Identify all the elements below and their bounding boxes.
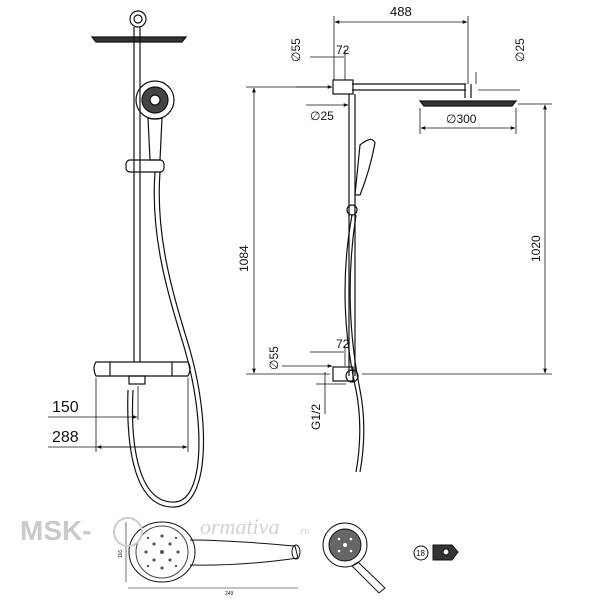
slider-holder <box>125 159 165 173</box>
hand-shower-side <box>354 138 376 196</box>
watermark-suffix: ormativa <box>200 514 279 539</box>
side-view <box>332 79 518 473</box>
overhead-shower-front <box>90 36 188 43</box>
dim-arm-diameter: 25 <box>513 38 527 52</box>
detail-head <box>128 521 196 583</box>
hose-inner <box>127 171 205 508</box>
wall-bracket-top <box>332 79 354 95</box>
dim-top-diameter-symbol: ∅ <box>289 52 303 62</box>
dim-head-diameter: 300 <box>456 112 476 126</box>
hose-side <box>344 214 361 473</box>
iso-handle <box>351 561 386 594</box>
dim-head-diameter-symbol: ∅ <box>446 112 456 126</box>
hose-side-2 <box>349 214 365 473</box>
hose-outer <box>131 171 200 503</box>
overhead-shower-side <box>418 100 518 107</box>
hand-shower-detail <box>125 521 301 589</box>
svg-text:∅300: ∅300 <box>446 112 477 126</box>
front-dimensions <box>48 378 189 452</box>
watermark-brand: MSK- <box>20 515 92 546</box>
callout-circle <box>413 545 429 561</box>
dim-bottom-diameter-symbol: ∅ <box>267 360 281 370</box>
detail-face <box>135 525 189 579</box>
dim-mixer-width: 288 <box>52 429 79 446</box>
dim-top-diameter: 55 <box>289 38 303 52</box>
watermark-domain: .ru <box>298 526 309 537</box>
hand-shower-center <box>149 94 161 106</box>
hand-shower-3d <box>322 522 386 594</box>
dim-rod-diameter: 25 <box>320 109 334 123</box>
svg-text:∅25: ∅25 <box>513 38 527 62</box>
dim-height-total: 1084 <box>237 245 251 272</box>
dim-arm-diameter-symbol: ∅ <box>513 52 527 62</box>
callout-number: 18 <box>416 549 425 558</box>
dim-height-head: 1020 <box>529 235 543 262</box>
detail-nozzles <box>144 534 180 570</box>
hanging-ring-inner <box>133 14 143 24</box>
hanging-ring <box>129 10 147 28</box>
svg-text:∅25: ∅25 <box>310 109 334 123</box>
dim-mixer-depth: 150 <box>52 399 79 416</box>
mixer-outlet <box>128 375 146 385</box>
dim-handshower-width: 116 <box>118 550 124 558</box>
thermostatic-mixer <box>93 361 191 377</box>
wall-bracket-bottom <box>332 366 354 382</box>
front-view <box>90 10 205 508</box>
dim-bottom-diameter: 55 <box>267 346 281 360</box>
svg-text:1020: 1020 <box>529 235 543 262</box>
iso-nozzles <box>337 537 353 553</box>
hand-shower-handle <box>147 117 163 161</box>
part-18 <box>413 544 459 561</box>
dim-top-offset: 72 <box>336 43 350 57</box>
mixer-side <box>345 369 359 383</box>
dim-handshower-length: 249 <box>225 591 234 597</box>
side-dimensions <box>246 16 552 414</box>
dim-top-width: 488 <box>390 4 412 19</box>
detail-connector <box>291 544 301 560</box>
svg-text:∅55: ∅55 <box>267 346 281 370</box>
detail-handle <box>189 539 299 566</box>
svg-text:1084: 1084 <box>237 245 251 272</box>
dim-bottom-offset: 72 <box>336 337 350 351</box>
dim-rod-diameter-symbol: ∅ <box>310 109 320 123</box>
svg-text:∅55: ∅55 <box>289 38 303 62</box>
iso-head <box>322 522 368 568</box>
watermark-logo-icon <box>113 517 143 547</box>
dim-thread: G1/2 <box>309 404 323 430</box>
svg-text:G1/2: G1/2 <box>309 404 323 430</box>
svg-text:116: 116 <box>118 550 124 558</box>
